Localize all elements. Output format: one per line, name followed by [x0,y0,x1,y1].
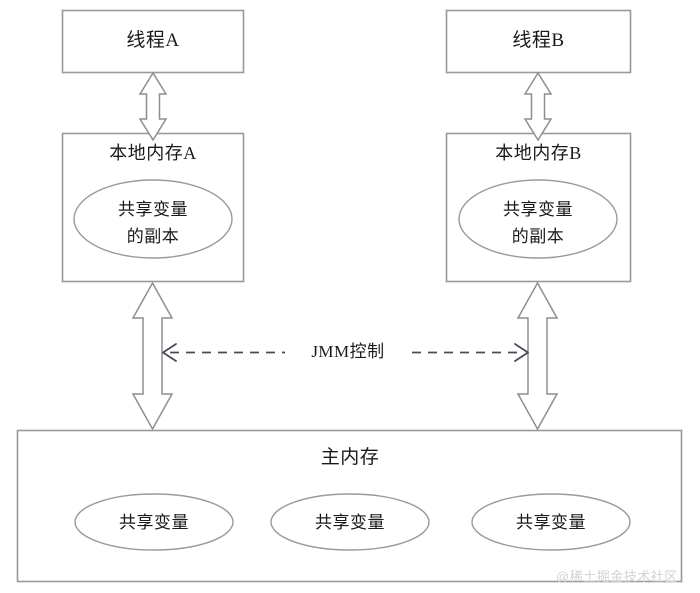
main-memory-variable-label: 共享变量 [516,513,586,532]
jmm-control-arrowhead-left [162,343,177,362]
thread-b-box [445,9,632,74]
shared-variable-copy-a-ellipse [73,179,233,259]
thread-a-label: 线程A [126,30,180,51]
main-memory-variable-ellipse [74,493,234,551]
main-memory-variable-ellipse [270,493,430,551]
shared-variable-copy-b-ellipse [458,179,618,259]
main-memory-variable-ellipse [471,493,631,551]
shared-variable-copy-a-line2: 的副本 [126,227,180,246]
arrow-local-memory-b-main-memory [516,281,559,431]
shared-variable-copy-b-line1: 共享变量 [503,200,573,219]
shared-variable-copy-b-line2: 的副本 [511,227,565,246]
jmm-control-label: JMM控制 [285,342,411,362]
jmm-control-arrowhead-right [514,343,529,362]
local-memory-b-label: 本地内存B [495,143,582,163]
main-memory-variable-label: 共享变量 [315,513,385,532]
arrow-local-memory-a-main-memory [131,281,174,431]
main-memory-variable-label: 共享变量 [119,513,189,532]
thread-a-box [61,9,245,74]
arrow-thread-b-local-memory-b [523,71,553,142]
thread-b-label: 线程B [512,30,565,51]
watermark-label: @稀土掘金技术社区 [556,569,678,584]
shared-variable-copy-a-line1: 共享变量 [118,200,188,219]
arrow-thread-a-local-memory-a [138,71,168,142]
local-memory-a-label: 本地内存A [109,143,197,163]
main-memory-label: 主内存 [320,447,380,468]
